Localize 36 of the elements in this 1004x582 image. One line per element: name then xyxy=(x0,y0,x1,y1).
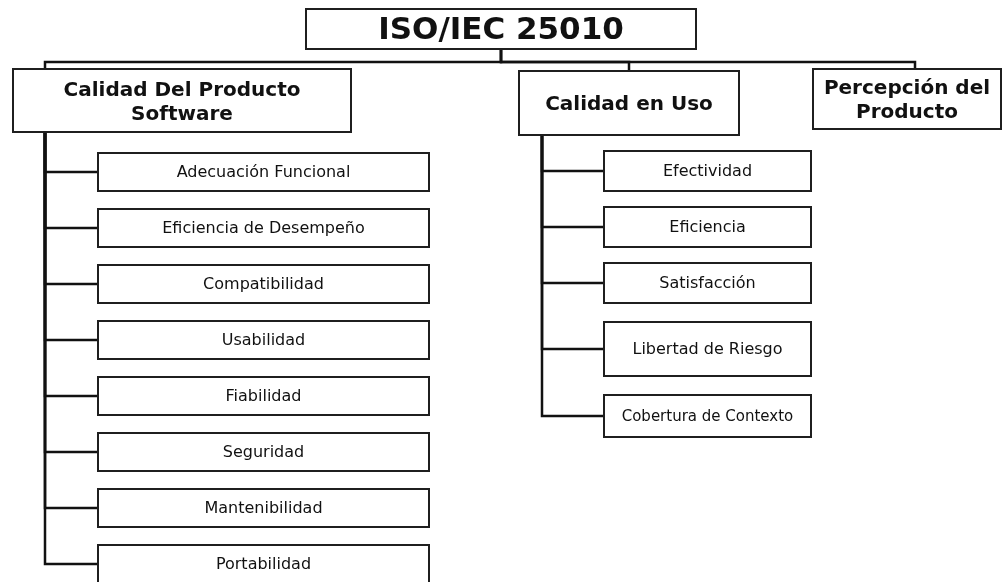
box-label: Calidad Del Producto Software xyxy=(62,76,302,125)
subcategory-box xyxy=(97,488,430,528)
title-box xyxy=(305,8,697,50)
box-label: Percepción del Producto xyxy=(822,75,992,123)
subcategory-box xyxy=(97,208,430,248)
box-label: Eficiencia xyxy=(669,217,746,237)
subcategory-box xyxy=(603,321,812,377)
box-label: Satisfacción xyxy=(659,273,756,293)
subcategory-box xyxy=(603,150,812,192)
category-box xyxy=(812,68,1002,130)
box-label: Fiabilidad xyxy=(225,386,302,406)
category-box xyxy=(518,70,740,136)
box-label: Libertad de Riesgo xyxy=(632,339,783,359)
box-label: Efectividad xyxy=(662,161,753,181)
box-label: ISO/IEC 25010 xyxy=(378,10,624,48)
box-label: Compatibilidad xyxy=(203,274,324,294)
connector-line xyxy=(499,50,917,68)
subcategory-box xyxy=(97,320,430,360)
subcategory-box xyxy=(603,206,812,248)
subcategory-box xyxy=(97,432,430,472)
subcategory-box xyxy=(97,544,430,582)
subcategory-box xyxy=(603,394,812,438)
subcategory-box xyxy=(603,262,812,304)
box-label: Adecuación Funcional xyxy=(176,162,351,182)
subcategory-box xyxy=(97,376,430,416)
box-label: Calidad en Uso xyxy=(545,91,713,115)
box-label: Portabilidad xyxy=(215,554,312,574)
category-box xyxy=(12,68,352,133)
box-label: Usabilidad xyxy=(221,330,306,350)
subcategory-box xyxy=(97,152,430,192)
connector-line xyxy=(540,136,603,418)
box-label: Seguridad xyxy=(222,442,305,462)
box-label: Eficiencia de Desempeño xyxy=(162,218,365,238)
box-label: Cobertura de Contexto xyxy=(621,407,794,425)
box-label: Mantenibilidad xyxy=(204,498,323,518)
subcategory-box xyxy=(97,264,430,304)
